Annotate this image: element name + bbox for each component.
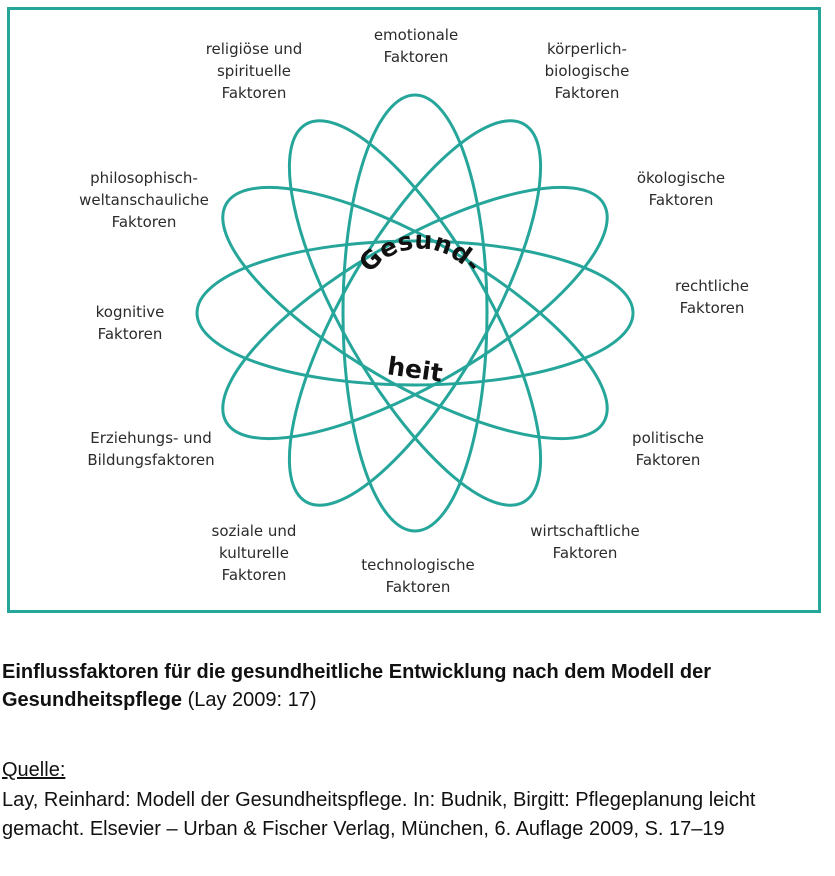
center-word-bottom: heit: [386, 351, 445, 387]
factor-erziehung: Erziehungs- und Bildungsfaktoren: [87, 429, 215, 469]
factor-koerperlich: körperlich- biologische Faktoren: [544, 40, 630, 102]
factor-sozial: soziale und kulturelle Faktoren: [211, 522, 297, 584]
factor-politisch: politische Faktoren: [632, 429, 704, 469]
caption-title: Einflussfaktoren für die gesundheitliche…: [2, 661, 711, 711]
orbit-ellipse-4: [341, 93, 489, 533]
factor-wirtschaftlich: wirtschaftliche Faktoren: [530, 522, 640, 562]
atom-diagram: Gesund- heit: [195, 93, 635, 533]
diagram-frame: Gesund- heit emotionale Faktoren körperl…: [7, 7, 821, 613]
ellipse-group: [195, 93, 635, 533]
center-word-top: Gesund-: [353, 225, 487, 278]
factor-emotional: emotionale Faktoren: [373, 26, 459, 66]
orbit-ellipse-6: [221, 185, 609, 441]
orbit-ellipse-5: [287, 119, 543, 507]
orbit-ellipse-1: [195, 239, 635, 387]
caption-citation: (Lay 2009: 17): [182, 689, 317, 711]
source-heading: Quelle:: [2, 759, 66, 781]
orbit-ellipse-3: [287, 119, 543, 507]
factor-philosophisch: philosophisch- weltanschauliche Faktoren: [79, 169, 209, 231]
figure-caption: Einflussfaktoren für die gesundheitliche…: [2, 658, 830, 714]
factor-kognitiv: kognitive Faktoren: [95, 303, 165, 343]
factor-oekologisch: ökologische Faktoren: [636, 169, 726, 209]
source-text: Lay, Reinhard: Modell der Gesundheitspfl…: [2, 789, 756, 840]
factor-technologisch: technologische Faktoren: [361, 556, 475, 596]
factor-religioes: religiöse und spirituelle Faktoren: [205, 40, 303, 102]
orbit-ellipse-2: [221, 185, 609, 441]
factor-rechtlich: rechtliche Faktoren: [674, 277, 750, 317]
